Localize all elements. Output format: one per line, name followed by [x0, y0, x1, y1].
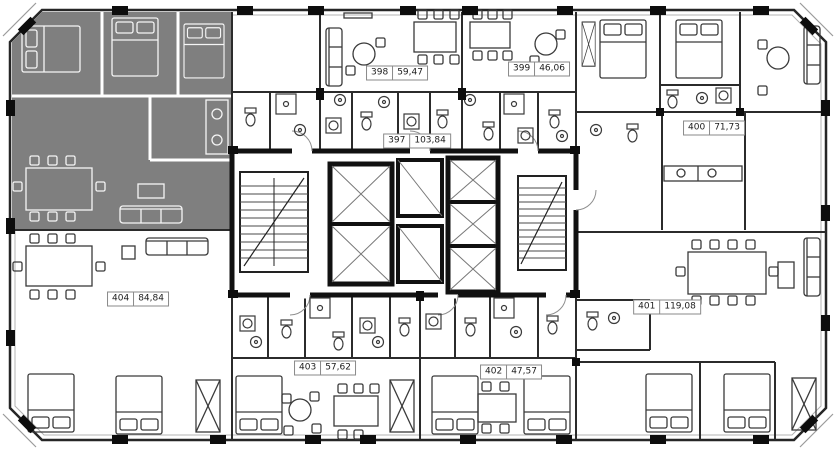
- unit-area: 119,08: [664, 301, 696, 312]
- sink-icon: [676, 168, 686, 178]
- unit-label-398[interactable]: 398 59,47: [366, 65, 428, 81]
- unit-area: 84,84: [138, 293, 164, 304]
- unit-number: 400: [684, 121, 711, 135]
- table-icon: [687, 251, 767, 295]
- unit-area: 46,06: [539, 63, 565, 74]
- unit-label-397[interactable]: 397 103,84: [383, 133, 451, 149]
- elevator-shaft-icon: [449, 159, 497, 291]
- unit-number: 404: [108, 292, 135, 306]
- armchair-icon: [121, 245, 136, 260]
- table-icon: [25, 245, 93, 287]
- unit-number: 399: [509, 62, 536, 76]
- unit-label-404[interactable]: 404 84,84: [107, 291, 169, 307]
- table-icon: [413, 21, 457, 53]
- unit-label-403[interactable]: 403 57,62: [294, 360, 356, 376]
- unit-label-400[interactable]: 400 71,73: [683, 120, 745, 136]
- structural-pillars: [6, 6, 830, 444]
- elevator-shaft-icon: [331, 165, 391, 283]
- stove-icon: [211, 134, 223, 146]
- utility-shaft-icon: [396, 158, 444, 284]
- unit-area: 47,57: [511, 366, 537, 377]
- unit-number: 403: [295, 361, 322, 375]
- stairs-icon: [517, 175, 567, 271]
- unit-number: 398: [367, 66, 394, 80]
- unit-number: 401: [634, 300, 661, 314]
- unit-label-399[interactable]: 399 46,06: [508, 61, 570, 77]
- stove-icon: [707, 168, 717, 178]
- room-divider-wall: [12, 12, 232, 162]
- unit-area: 59,47: [397, 67, 423, 78]
- coffee-table-icon: [137, 183, 165, 199]
- unit-397-interior: [12, 12, 232, 224]
- kitchen-counter-icon: [205, 99, 229, 155]
- interior-walls: [12, 12, 826, 440]
- unit-397-furniture: [12, 17, 229, 224]
- elevator-bank-icon: [445, 155, 501, 295]
- table-icon: [469, 21, 511, 49]
- unit-area: 71,73: [714, 122, 740, 133]
- unit-label-401[interactable]: 401 119,08: [633, 299, 701, 315]
- kitchen-counter-icon: [663, 165, 743, 182]
- coffee-table-icon: [777, 261, 795, 289]
- unit-area: 57,62: [325, 362, 351, 373]
- sink-icon: [211, 108, 223, 120]
- table-icon: [333, 395, 379, 427]
- unit-number: 397: [384, 134, 411, 148]
- unit-area: 103,84: [414, 135, 446, 146]
- stairs-icon: [239, 171, 309, 273]
- tv-icon: [343, 12, 373, 19]
- table-icon: [25, 167, 93, 211]
- elevator-bank-icon: [327, 161, 395, 287]
- unit-number: 402: [481, 365, 508, 379]
- unit-label-402[interactable]: 402 47,57: [480, 364, 542, 380]
- furniture: [12, 9, 821, 440]
- table-icon: [477, 393, 517, 423]
